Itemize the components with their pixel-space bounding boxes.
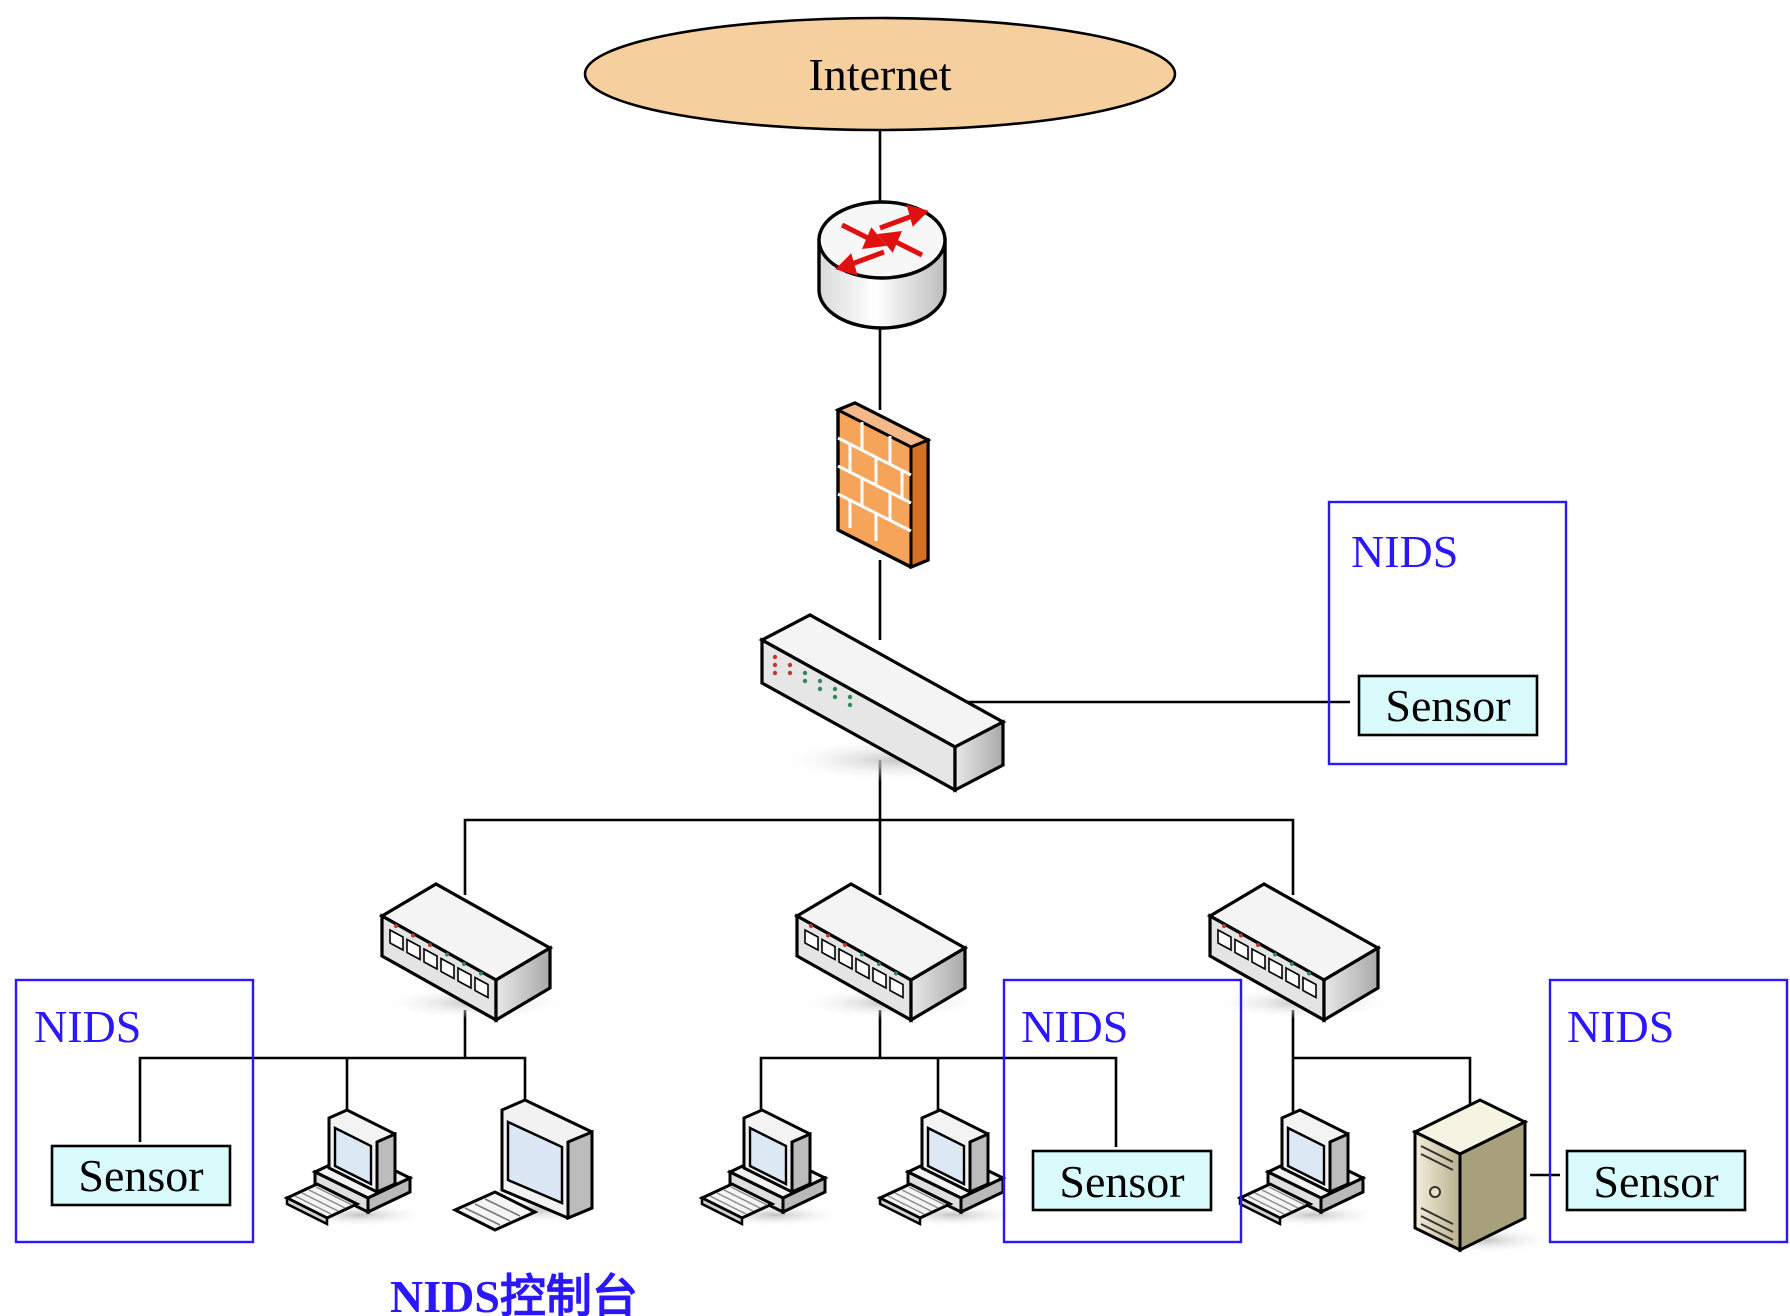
sensor-middle-label: Sensor [1059, 1156, 1184, 1207]
workstation-icon [283, 1108, 430, 1227]
workstation-icon [698, 1108, 845, 1227]
server-icon [1411, 1098, 1555, 1254]
workstation-icon [1236, 1108, 1383, 1227]
nids-zone-left: NIDS Sensor [14, 978, 255, 1244]
sensor-top-label: Sensor [1385, 680, 1510, 731]
connection-lines [138, 130, 1560, 1177]
switch-icon [793, 882, 985, 1023]
hosts [283, 1108, 1383, 1227]
nids-zone-top: NIDS Sensor [1327, 500, 1568, 766]
switch-icon [1206, 882, 1398, 1023]
sensor-right-label: Sensor [1593, 1156, 1718, 1207]
firewall-icon [834, 401, 932, 570]
sensor-left [50, 1144, 232, 1207]
nids-zone-middle-label: NIDS [1021, 1001, 1128, 1052]
switch-icon [378, 882, 570, 1023]
nids-zone-top-label: NIDS [1351, 526, 1458, 577]
sensor-middle [1031, 1149, 1213, 1212]
internet-label: Internet [808, 49, 951, 100]
sensor-right [1565, 1149, 1747, 1212]
sensor-top [1357, 674, 1539, 737]
nids-zone-middle: NIDS Sensor [1002, 978, 1243, 1244]
core-switch-icon [758, 613, 1030, 793]
nids-zone-left-label: NIDS [34, 1001, 141, 1052]
router-icon [817, 200, 947, 330]
nids-zone-right-label: NIDS [1567, 1001, 1674, 1052]
internet-cloud: Internet [583, 16, 1177, 132]
access-switches [378, 882, 1398, 1023]
nids-zone-right: NIDS Sensor [1548, 978, 1789, 1244]
monitor-icon [451, 1098, 600, 1232]
sensor-left-label: Sensor [78, 1150, 203, 1201]
workstation-icon [876, 1108, 1023, 1227]
nids-console-label: NIDS控制台 [390, 1271, 638, 1316]
